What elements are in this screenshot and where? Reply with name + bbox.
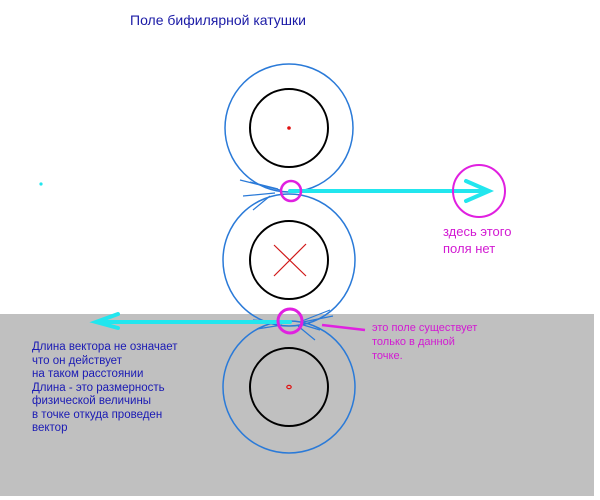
note-line: в точке откуда проведен — [32, 408, 163, 421]
note-line: физической величины — [32, 395, 152, 407]
field-vector-left — [89, 312, 292, 330]
note-line: что он действует — [32, 354, 122, 367]
note-line: это поле существует — [372, 322, 478, 334]
lower-gray-region — [0, 314, 594, 496]
note-field-exists: это поле существует только в данной точке. — [372, 321, 477, 363]
wire-middle — [249, 220, 329, 300]
pointer-line — [321, 323, 366, 332]
note-line: только в данной — [372, 336, 455, 348]
current-dot-bottom — [286, 384, 292, 390]
field-line-middle — [222, 193, 356, 327]
note-line: здесь этого — [443, 224, 512, 239]
field-line-bottom-outer — [222, 320, 356, 454]
no-field-marker — [452, 164, 506, 218]
note-line: Длина - это размерность — [32, 381, 165, 394]
wire-top — [249, 88, 329, 168]
note-line: на таком расстоянии — [32, 368, 144, 380]
wire-bottom — [249, 347, 329, 427]
current-dot-top — [287, 126, 291, 130]
note-line: вектор — [32, 422, 68, 434]
note-line: точке. — [372, 350, 403, 362]
note-no-field: здесь этого поля нет — [443, 223, 511, 257]
field-vector-right — [288, 179, 495, 203]
note-line: Длина вектора не означает — [32, 341, 178, 353]
current-cross-middle — [273, 243, 307, 277]
point-marker-top — [279, 179, 303, 203]
stray-dot — [39, 182, 43, 186]
field-arrow-marks — [239, 179, 334, 341]
point-marker-bottom — [276, 307, 304, 335]
note-line: поля нет — [443, 241, 496, 256]
diagram-title: Поле бифилярной катушки — [130, 12, 306, 28]
